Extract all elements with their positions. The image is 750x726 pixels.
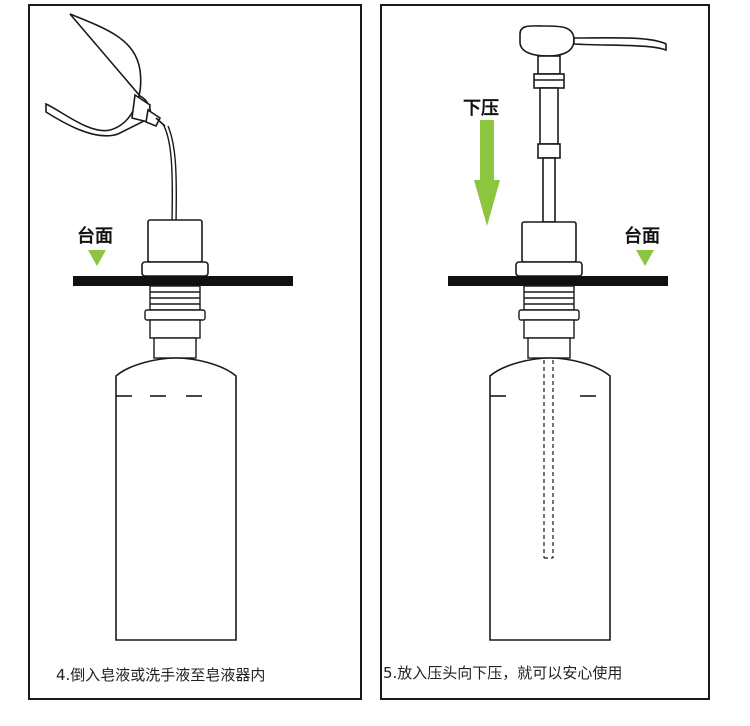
step5-pump-head: [519, 25, 667, 223]
step4-countertop: [73, 276, 293, 286]
step4-dispenser-housing: [141, 219, 209, 277]
step5-countertop: [448, 276, 668, 286]
step5-press-label: 下压: [463, 98, 499, 119]
step4-counter-label: 台面: [77, 226, 113, 247]
step4-refill-bottle: [45, 13, 166, 137]
step5-counter-arrow: [636, 250, 654, 266]
step5-dispenser-housing: [515, 221, 583, 277]
step5-press-arrow: [474, 120, 500, 226]
step5-soap-bottle: [489, 357, 611, 641]
step4-thread: [144, 285, 206, 359]
step5-counter-label: 台面: [624, 226, 660, 247]
step4-counter-arrow: [88, 250, 106, 266]
step4-caption: 4.倒入皂液或洗手液至皂液器内: [56, 666, 266, 684]
step5-caption: 5.放入压头向下压，就可以安心使用: [383, 664, 623, 682]
step4-soap-bottle: [115, 357, 237, 641]
step4-liquid-stream: [162, 123, 178, 223]
step5-thread: [518, 285, 580, 359]
step5-dip-tube: [543, 360, 554, 559]
